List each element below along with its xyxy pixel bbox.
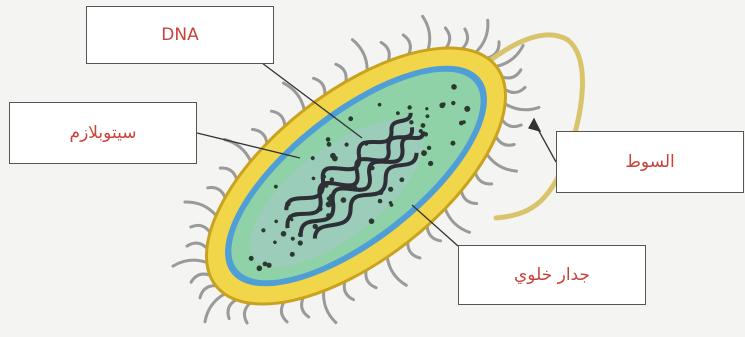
pilus — [336, 64, 346, 81]
flagellum-label-text: السوط — [625, 152, 675, 172]
pilus — [461, 191, 476, 204]
cell-wall-label-text: جدار خلوي — [514, 265, 590, 285]
cell-wall-label: جدار خلوي — [458, 245, 646, 305]
pilus — [423, 16, 430, 50]
pilus — [487, 154, 517, 171]
pilus — [408, 242, 420, 258]
pilus — [344, 282, 353, 300]
pilus — [505, 87, 525, 92]
pilus — [387, 257, 406, 285]
pilus — [191, 274, 210, 282]
pilus — [505, 104, 539, 110]
pilus — [208, 188, 225, 198]
pilus — [187, 243, 207, 248]
pilus — [462, 29, 467, 49]
flagellum-label: السوط — [556, 131, 744, 193]
pilus — [476, 20, 488, 52]
flagellum-arrow-head — [529, 119, 540, 131]
pilus — [314, 78, 325, 95]
pilus — [191, 225, 210, 232]
pilus — [445, 28, 449, 48]
pilus — [244, 303, 249, 323]
pilus — [173, 260, 207, 266]
pilus — [205, 294, 225, 322]
pilus — [228, 300, 236, 319]
pilus — [352, 40, 367, 71]
pilus — [253, 129, 267, 143]
pilus — [281, 302, 287, 322]
pilus — [200, 286, 216, 298]
pilus — [220, 168, 236, 180]
pilus — [381, 42, 389, 61]
pilus — [324, 291, 336, 323]
pilus — [366, 270, 376, 287]
pilus — [496, 137, 514, 146]
pilus — [445, 209, 469, 233]
cytoplasm-label: سيتوبلازم — [9, 102, 197, 164]
pilus — [272, 111, 285, 126]
dna-label-text: DNA — [161, 25, 198, 45]
dna-label: DNA — [86, 6, 274, 64]
pilus — [502, 70, 521, 78]
pilus — [302, 298, 309, 317]
cytoplasm-label-text: سيتوبلازم — [70, 123, 137, 143]
pilus — [403, 35, 410, 54]
pilus — [185, 202, 216, 216]
pilus — [502, 120, 521, 127]
pilus — [475, 172, 491, 184]
